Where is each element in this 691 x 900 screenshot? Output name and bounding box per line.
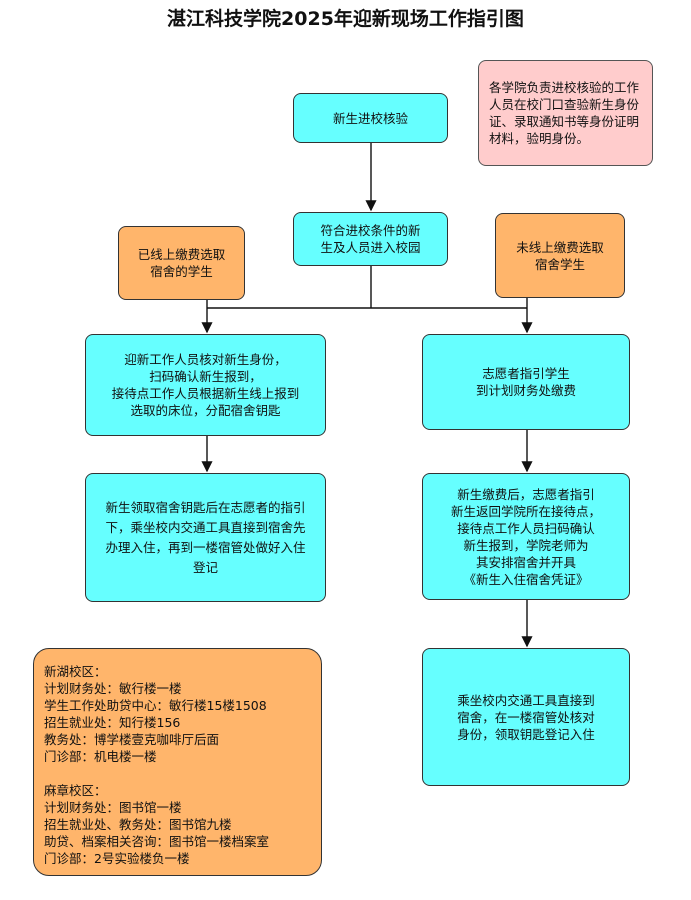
node-checkin: 乘坐校内交通工具直接到 宿舍，在一楼宿管处核对 身份，领取钥匙登记入住 <box>422 648 630 786</box>
node-unpaid: 未线上缴费选取 宿舍学生 <box>495 213 625 298</box>
node-enter: 符合进校条件的新 生及人员进入校园 <box>293 212 448 266</box>
node-check: 新生进校核验 <box>293 93 448 143</box>
campus-info: 新湖校区： 计划财务处：敏行楼一楼 学生工作处助贷中心：敏行楼15楼1508 招… <box>33 648 322 876</box>
node-paid: 已线上缴费选取 宿舍的学生 <box>118 226 245 300</box>
page-title: 湛江科技学院2025年迎新现场工作指引图 <box>167 8 524 30</box>
node-get-key: 新生领取宿舍钥匙后在志愿者的指引下，乘坐校内交通工具直接到宿舍先办理入住，再到一… <box>85 473 326 602</box>
node-after-pay: 新生缴费后，志愿者指引 新生返回学院所在接待点， 接待点工作人员扫码确认 新生报… <box>422 473 630 600</box>
node-guide-pay: 志愿者指引学生 到计划财务处缴费 <box>422 334 630 430</box>
note-check: 各学院负责进校核验的工作人员在校门口查验新生身份证、录取通知书等身份证明材料，验… <box>478 60 653 166</box>
node-verify: 迎新工作人员核对新生身份， 扫码确认新生报到， 接待点工作人员根据新生线上报到 … <box>85 334 326 436</box>
